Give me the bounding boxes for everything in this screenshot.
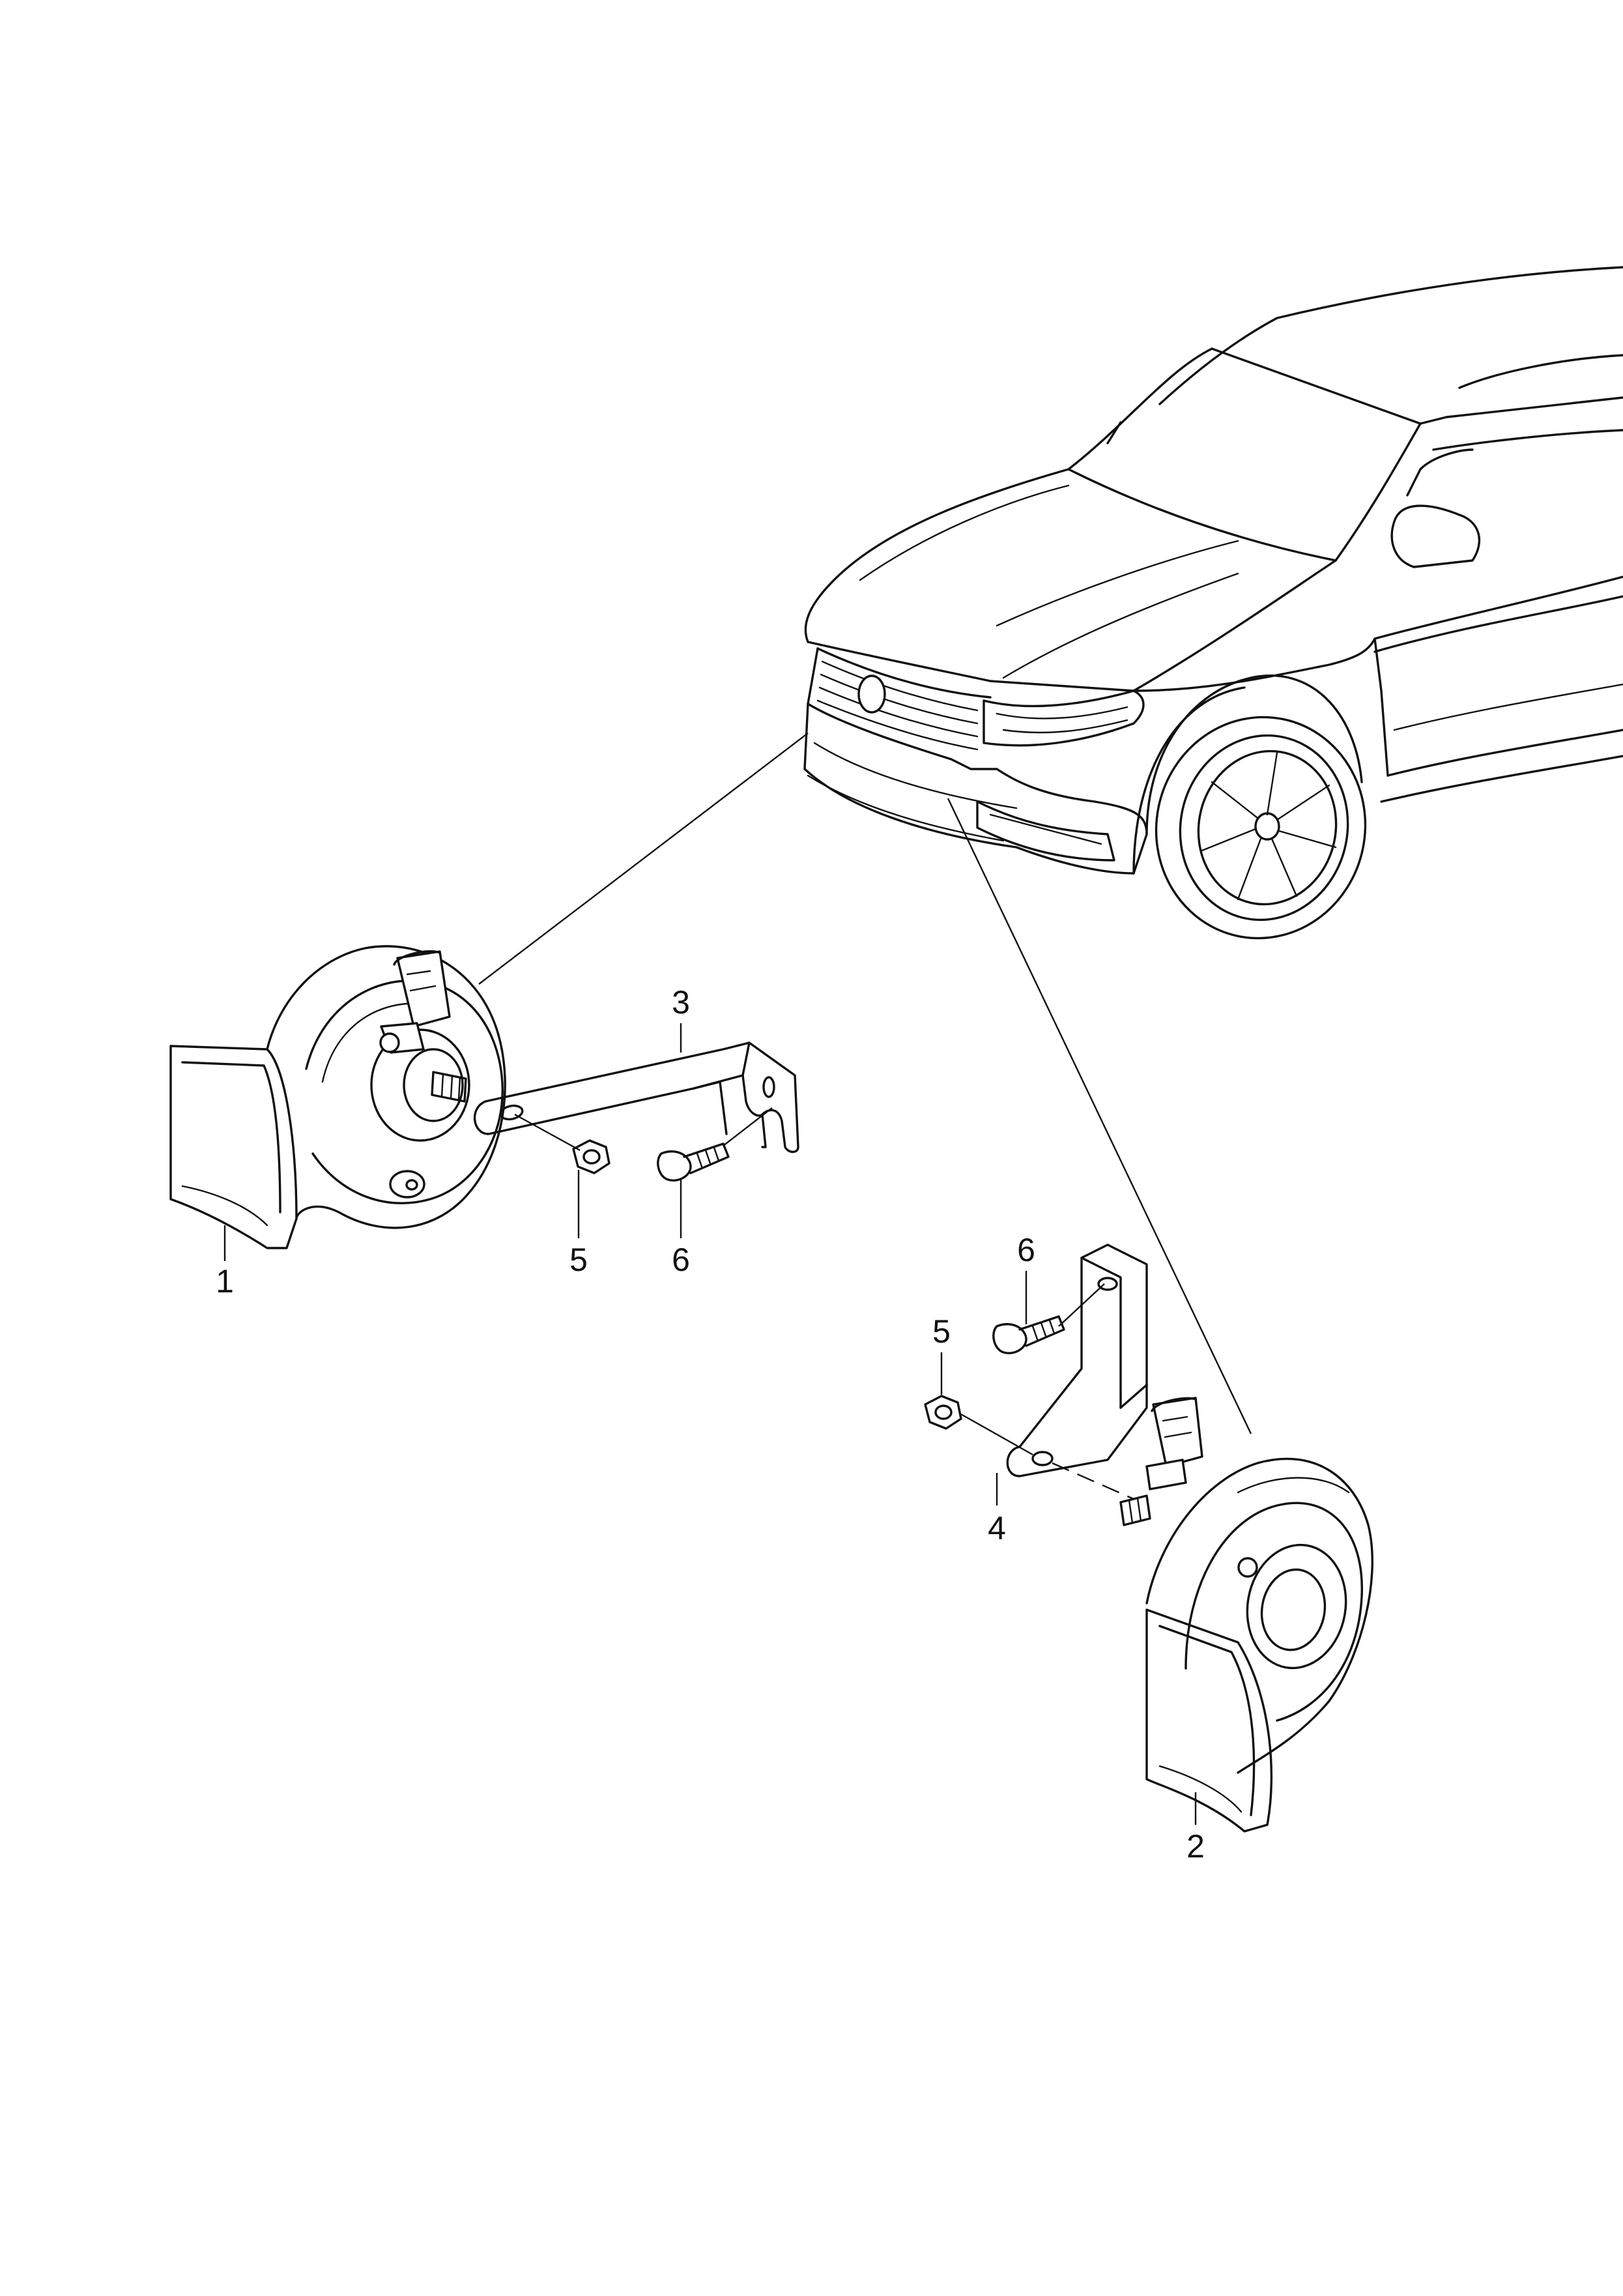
callout-labels: 1 3 5 6 6 5 4 2 [216,984,1205,1865]
horn-left [169,945,506,1249]
callout-bracket-left: 3 [672,984,690,1021]
callout-bracket-right: 4 [988,1510,1006,1547]
bracket-left [474,1041,799,1154]
wheel-spokes [1201,751,1337,901]
bolt-right [992,1315,1065,1354]
callout-bolt-right: 6 [1017,1232,1035,1268]
location-leader-lines [478,733,1252,1434]
bracket-right [1006,1243,1148,1477]
callout-leaders [223,1023,1197,1825]
callout-nut-right: 5 [932,1313,951,1350]
horn-right [1119,1397,1373,1833]
alignment-lines [514,1107,1134,1500]
bolt-left [657,1142,730,1182]
callout-nut-left: 5 [569,1242,588,1278]
nut-left [572,1139,610,1174]
nut-right [924,1395,962,1430]
callout-horn-right: 2 [1186,1828,1205,1865]
vehicle-illustration [803,266,1623,940]
callout-bolt-left: 6 [672,1242,690,1278]
callout-horn-left: 1 [216,1263,234,1300]
